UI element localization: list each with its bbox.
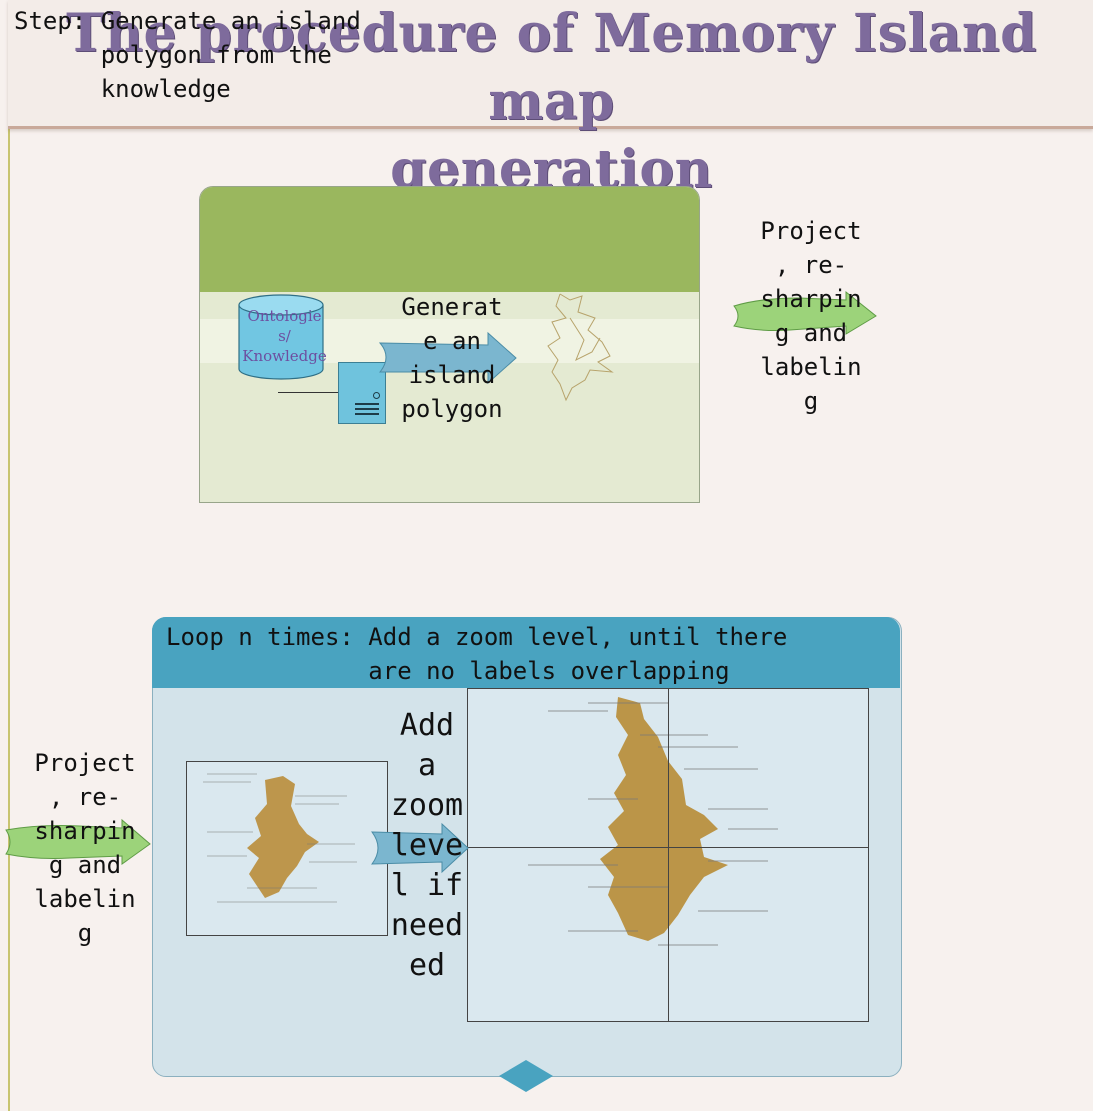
grid-line-horizontal [468,847,868,848]
loop-panel-title: Loop n times: Add a zoom level, until th… [166,623,788,685]
zoom-level-2-map [467,688,869,1022]
diamond-connector-icon [499,1060,553,1092]
step-panel-header [200,187,699,292]
loop-panel-header [152,617,900,688]
island-map-thumbnail [203,773,357,903]
project-resharpen-label-left: Project , re- sharpin g and labelin g [34,749,136,947]
left-border-rule [8,0,10,1111]
database-label: Ontologie s/ Knowledge [242,307,327,365]
server-icon [338,362,386,424]
arrow-right-icon [370,822,469,874]
arrow-right-icon [5,818,151,865]
database-icon [238,294,324,380]
server-slot [355,403,379,405]
island-polygon-sketch [569,317,601,362]
zoom-level-1-map [186,761,388,936]
connector-line [278,392,338,393]
island-map-zoomed [528,697,778,946]
grid-line-vertical [668,689,669,1021]
page-title-line-1: The procedure of Memory Island map [65,3,1038,132]
arrow-right-icon [378,331,517,385]
server-slot [355,408,379,410]
step-panel-title: Step: Generate an island polygon from th… [14,7,361,103]
server-slot [355,413,379,415]
title-bar [8,0,1093,129]
add-zoom-level-label: Add a zoom leve l if need ed [390,708,464,983]
project-resharpen-label-top: Project , re- sharpin g and labelin g [760,217,862,415]
generate-polygon-label: Generat e an island polygon [401,293,503,423]
arrow-right-icon [733,290,877,335]
server-led [373,392,380,399]
island-polygon-sketch [547,293,614,402]
